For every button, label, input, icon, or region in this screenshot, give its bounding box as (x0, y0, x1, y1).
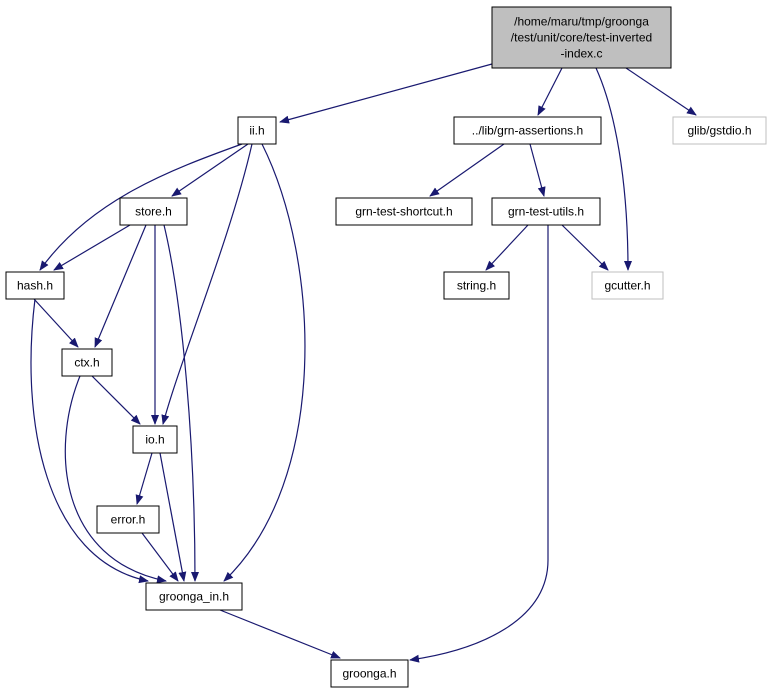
node-box (491, 197, 601, 226)
node-groonga-h[interactable]: groonga.h (330, 659, 409, 688)
node-box (491, 6, 672, 69)
node-label: glib/gstdio.h (687, 124, 751, 138)
node-box (237, 116, 277, 145)
node-error-h[interactable]: error.h (96, 505, 160, 534)
node-label: -index.c (560, 47, 602, 61)
edge-hash-h-to-groonga-in-h (30, 298, 149, 584)
node-box (119, 197, 188, 226)
edge-root-to-glib-gstdio-h (625, 67, 697, 116)
edge-ii-h-to-hash-h (39, 143, 243, 271)
node-grn-test-shortcut-h[interactable]: grn-test-shortcut.h (335, 197, 473, 226)
node-ctx-h[interactable]: ctx.h (61, 348, 113, 377)
node-label: groonga_in.h (159, 590, 229, 604)
node-grn-test-utils-h[interactable]: grn-test-utils.h (491, 197, 601, 226)
edge-ctx-h-to-io-h (91, 375, 141, 425)
edge-grn-test-utils-h-to-groonga-h (409, 224, 549, 663)
edge-grn-assertions-h-to-grn-test-utils-h (529, 143, 546, 197)
edge-ii-h-to-store-h (171, 143, 249, 197)
node-label: ctx.h (74, 356, 99, 370)
node-box (132, 425, 178, 454)
node-store-h[interactable]: store.h (119, 197, 188, 226)
node-box (453, 116, 602, 145)
node-label: grn-test-utils.h (508, 205, 584, 219)
edges-layer (30, 63, 697, 663)
node-label: error.h (111, 513, 146, 527)
node-gcutter-h[interactable]: gcutter.h (591, 271, 664, 300)
edge-store-h-to-ctx-h (94, 224, 147, 348)
edge-io-h-to-groonga-in-h (159, 452, 187, 582)
node-string-h[interactable]: string.h (443, 271, 510, 300)
edge-error-h-to-groonga-in-h (141, 532, 179, 582)
edge-store-h-to-hash-h (53, 224, 131, 271)
node-label: ii.h (249, 124, 264, 138)
nodes-layer: /home/maru/tmp/groonga/test/unit/core/te… (5, 6, 767, 688)
node-label: hash.h (17, 279, 53, 293)
node-label: groonga.h (342, 667, 396, 681)
node-hash-h[interactable]: hash.h (5, 271, 65, 300)
edge-root-to-gcutter-h (595, 67, 632, 271)
edge-groonga-in-h-to-groonga-h (219, 609, 341, 659)
node-box (96, 505, 160, 534)
node-label: gcutter.h (604, 279, 650, 293)
node-grn-assertions-h[interactable]: ../lib/grn-assertions.h (453, 116, 602, 145)
node-label: /test/unit/core/test-inverted (511, 31, 652, 45)
node-ii-h[interactable]: ii.h (237, 116, 277, 145)
node-box (443, 271, 510, 300)
node-label: io.h (145, 433, 164, 447)
node-glib-gstdio-h[interactable]: glib/gstdio.h (672, 116, 767, 145)
edge-root-to-ii-h (279, 63, 493, 124)
node-label: /home/maru/tmp/groonga (514, 15, 649, 29)
node-box (5, 271, 65, 300)
node-box (335, 197, 473, 226)
edge-ctx-h-to-groonga-in-h (64, 375, 167, 584)
edge-io-h-to-error-h (135, 452, 153, 505)
edge-store-h-to-groonga-in-h (163, 224, 199, 582)
node-box (145, 582, 243, 611)
node-root[interactable]: /home/maru/tmp/groonga/test/unit/core/te… (491, 6, 672, 69)
node-box (672, 116, 767, 145)
node-label: grn-test-shortcut.h (355, 205, 452, 219)
node-io-h[interactable]: io.h (132, 425, 178, 454)
edge-grn-assertions-h-to-grn-test-shortcut-h (429, 143, 505, 197)
edge-grn-test-utils-h-to-gcutter-h (561, 224, 609, 271)
edge-ii-h-to-groonga-in-h (223, 143, 306, 582)
node-label: store.h (135, 205, 172, 219)
node-box (330, 659, 409, 688)
edge-root-to-grn-assertions-h (537, 67, 563, 116)
edge-ii-h-to-io-h (161, 143, 253, 425)
node-box (61, 348, 113, 377)
node-label: ../lib/grn-assertions.h (472, 124, 583, 138)
node-label: string.h (457, 279, 496, 293)
node-groonga-in-h[interactable]: groonga_in.h (145, 582, 243, 611)
edge-hash-h-to-ctx-h (33, 298, 79, 348)
edge-grn-test-utils-h-to-string-h (485, 224, 529, 271)
node-box (591, 271, 664, 300)
